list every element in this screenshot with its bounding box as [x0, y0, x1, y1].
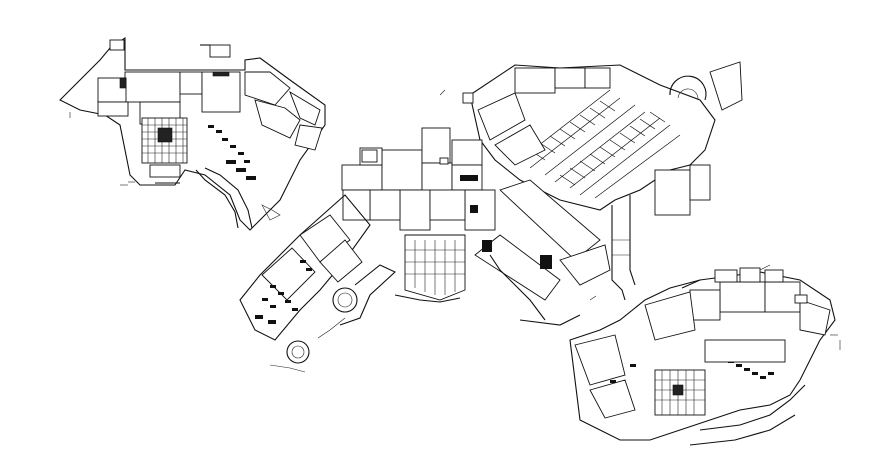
floor-plan-lower-right	[569, 267, 841, 446]
floor-plan-center-main	[239, 61, 743, 373]
parking-stalls	[519, 89, 681, 199]
floor-plan-upper-left	[59, 36, 326, 231]
dimension-ticks	[120, 89, 838, 336]
